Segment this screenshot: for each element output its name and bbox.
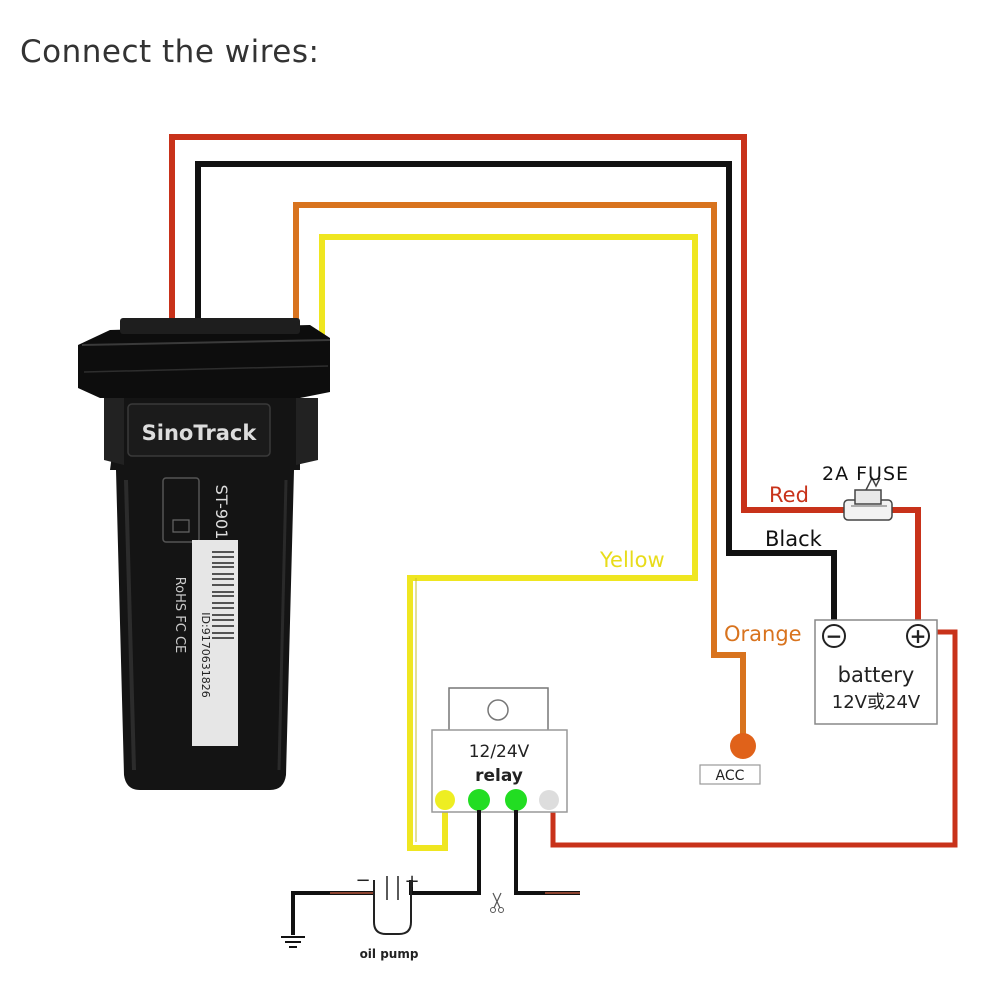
scissors-icon: [490, 892, 504, 913]
battery-plus-terminal: [906, 624, 930, 648]
acc-label-box: [699, 764, 761, 785]
battery-voltage: 12V或24V: [832, 692, 921, 713]
fuse-label: 2A FUSE: [822, 463, 909, 485]
relay-pin-green-1: [468, 789, 490, 811]
relay-pin-yellow: [435, 790, 455, 810]
red-wire: [169, 134, 848, 513]
relay-voltage: 12/24V: [469, 742, 530, 762]
red-wire-fuse-to-battery: [888, 507, 921, 622]
device-model: ST-901: [212, 485, 231, 540]
yellow-wire-label: Yellow: [599, 548, 665, 572]
acc-terminal: [730, 733, 756, 759]
battery-minus-label: −: [826, 624, 843, 648]
black-wire-label: Black: [765, 527, 823, 551]
acc-label: ACC: [716, 768, 745, 784]
battery: − + battery 12V或24V: [814, 619, 938, 725]
battery-to-relay-wire: [550, 629, 958, 848]
pump-ground-wire: [291, 891, 374, 935]
oil-pump-minus: −: [355, 870, 370, 891]
ground-icon: [281, 936, 305, 948]
yellow-wire: [319, 234, 698, 851]
oil-pump-plus: +: [404, 871, 419, 892]
relay-to-cut-wire: [514, 810, 580, 895]
oil-pump-label: oil pump: [360, 947, 419, 961]
battery-minus-terminal: [822, 624, 846, 648]
relay: 12/24V relay: [431, 687, 568, 813]
battery-plus-label: +: [910, 624, 927, 648]
device-certifications: RoHS FC CE: [172, 577, 187, 654]
relay-label: relay: [475, 766, 523, 786]
barcode: [212, 551, 234, 639]
page-title: Connect the wires:: [20, 34, 320, 70]
orange-wire-label: Orange: [724, 622, 802, 646]
black-wire: [195, 161, 837, 622]
gps-tracker-device: [78, 318, 331, 790]
oil-pump: [373, 876, 412, 935]
orange-wire: [293, 202, 746, 740]
relay-pin-grey: [539, 790, 559, 810]
device-id: ID:9170631826: [199, 612, 212, 697]
red-wire-label: Red: [769, 483, 809, 507]
relay-pin-green-2: [505, 789, 527, 811]
relay-mount-hole: [487, 699, 509, 721]
fuse: [843, 476, 893, 521]
battery-label: battery: [838, 663, 915, 687]
device-brand: SinoTrack: [142, 421, 258, 445]
